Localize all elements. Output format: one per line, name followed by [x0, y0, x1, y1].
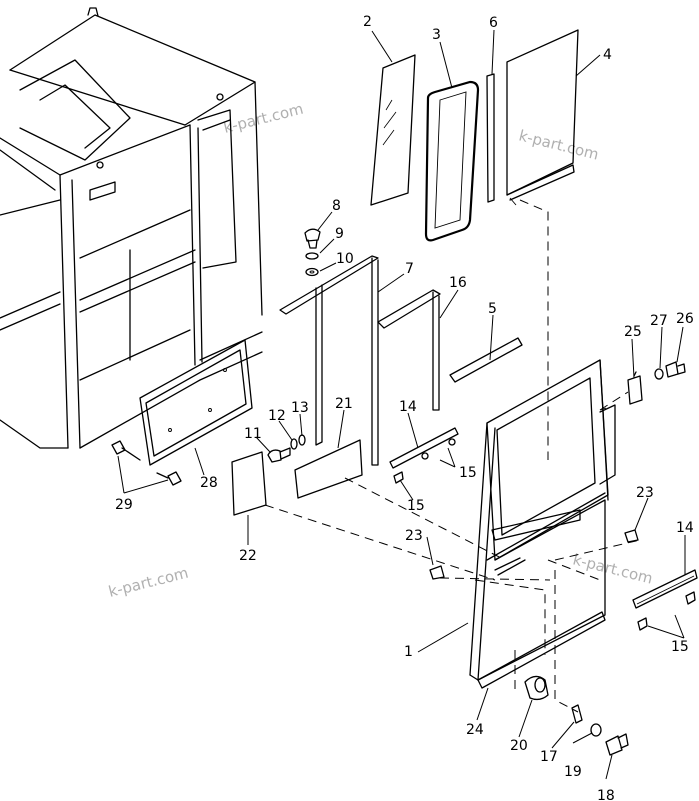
callout-12: 12 — [268, 408, 286, 424]
part-1-door — [469, 359, 616, 681]
part-15-nut — [393, 471, 404, 484]
part-24-strip — [477, 611, 606, 689]
callout-21: 21 — [335, 396, 353, 412]
part-9-washer — [305, 252, 319, 260]
callout-28: 28 — [200, 475, 218, 491]
watermark: k-part.com — [571, 550, 655, 587]
callout-4: 4 — [603, 47, 612, 63]
part-17-clip — [571, 704, 583, 724]
callout-5: 5 — [488, 301, 497, 317]
callout-16: 16 — [449, 275, 467, 291]
callout-25: 25 — [624, 324, 642, 340]
part-26-bolt — [665, 361, 686, 378]
watermarks: k-part.com k-part.com k-part.com k-part.… — [107, 100, 655, 601]
part-23-pad-right — [624, 529, 639, 543]
part-11-bolt — [267, 447, 291, 463]
callout-17: 17 — [540, 749, 558, 765]
part-15-nuts-right — [637, 591, 696, 631]
callout-15: 15 — [459, 465, 477, 481]
callout-10: 10 — [336, 251, 354, 267]
callout-19: 19 — [564, 764, 582, 780]
callout-9: 9 — [335, 226, 344, 242]
callout-24: 24 — [466, 722, 484, 738]
callout-11: 11 — [244, 426, 262, 442]
part-5-strip — [449, 337, 523, 383]
callout-23: 23 — [636, 485, 654, 501]
part-13-washer — [298, 434, 306, 446]
part-22-pad — [231, 451, 267, 516]
part-20-lock — [524, 675, 549, 701]
watermark: k-part.com — [222, 100, 306, 137]
part-6-strip — [486, 73, 495, 203]
callout-15: 15 — [671, 639, 689, 655]
callout-7: 7 — [405, 261, 414, 277]
part-21-pad — [294, 439, 363, 499]
part-18-bolt — [605, 733, 629, 756]
callout-27: 27 — [650, 313, 668, 329]
part-4-glass-panel — [506, 29, 579, 206]
part-2-glass — [370, 54, 416, 206]
part-14-rail — [389, 427, 459, 469]
callout-6: 6 — [489, 15, 498, 31]
part-23-pad-left — [429, 565, 445, 580]
part-12-washer — [290, 438, 298, 450]
callout-3: 3 — [432, 27, 441, 43]
callout-29: 29 — [115, 497, 133, 513]
callout-23: 23 — [405, 528, 423, 544]
part-19-washer — [590, 723, 602, 737]
callout-18: 18 — [597, 788, 615, 801]
callout-8: 8 — [332, 198, 341, 214]
callout-13: 13 — [291, 400, 309, 416]
callout-2: 2 — [363, 14, 372, 30]
callout-15: 15 — [407, 498, 425, 514]
callout-22: 22 — [239, 548, 257, 564]
part-25-bracket — [627, 371, 643, 405]
part-8-bolt — [304, 228, 321, 249]
callout-14: 14 — [399, 399, 417, 415]
callout-20: 20 — [510, 738, 528, 754]
part-7-frame — [279, 255, 379, 466]
callout-1: 1 — [404, 644, 413, 660]
cab-frame — [0, 7, 263, 449]
part-14-rail-right — [632, 569, 698, 609]
watermark: k-part.com — [517, 126, 601, 163]
callout-14: 14 — [676, 520, 694, 536]
part-10-washer — [305, 267, 319, 277]
part-27-washer — [654, 368, 664, 380]
callout-26: 26 — [676, 311, 694, 327]
leader-lines — [117, 29, 686, 780]
watermark: k-part.com — [107, 564, 191, 601]
part-16-frame — [377, 289, 441, 411]
part-28-panel — [139, 339, 253, 466]
part-29-bolts — [111, 440, 182, 486]
assembly-lines — [264, 199, 641, 713]
part-3-gasket — [424, 80, 480, 242]
callouts: 2 3 6 4 8 9 10 7 16 5 25 27 26 11 12 13 … — [115, 14, 694, 801]
